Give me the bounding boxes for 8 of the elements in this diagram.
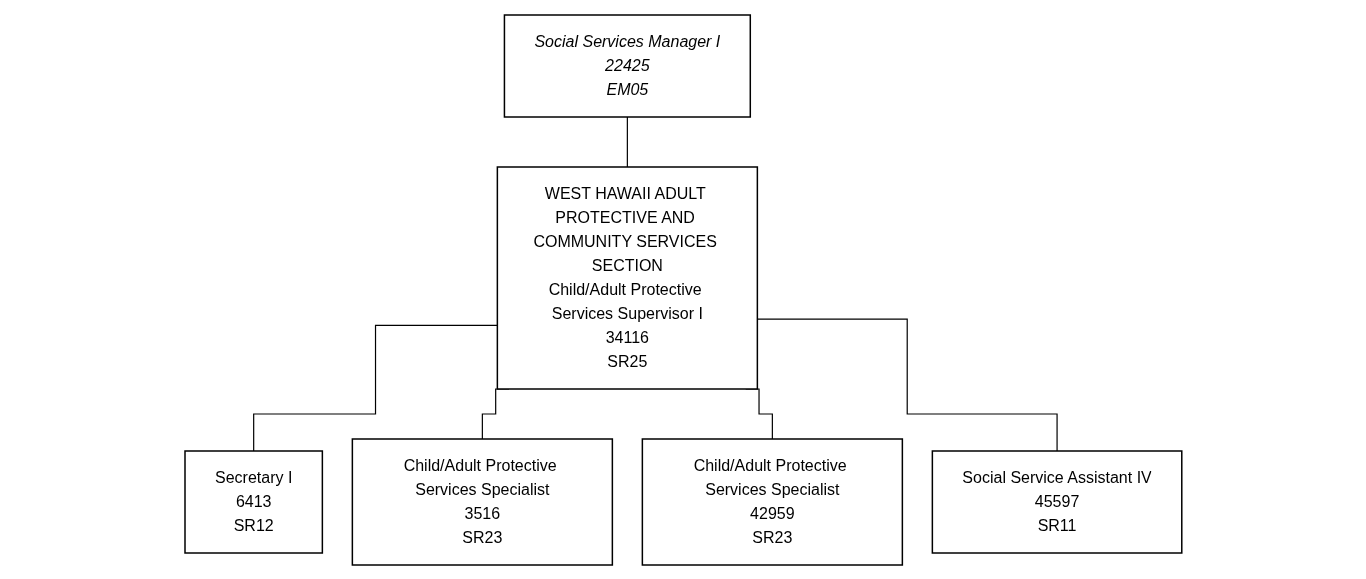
node-box: Child/Adult Protective Services Specialist 3516 SR23 — [351, 437, 613, 566]
node-box: Secretary I 6413 SR12 — [183, 449, 323, 554]
connector — [626, 115, 628, 168]
connector — [756, 318, 1058, 452]
node-box: Child/Adult Protective Services Specialist 42959 SR23 — [641, 437, 903, 566]
node-box: Social Services Manager I 22425 EM05 — [503, 13, 751, 118]
node-box: Social Service Assistant IV 45597 SR11 — [931, 449, 1183, 554]
node-box: WEST HAWAII ADULT PROTECTIVE AND COMMUNITY SERVICES SECTION Child/Adult Protective Services Supervisor I 34116 SR25 — [496, 165, 758, 390]
